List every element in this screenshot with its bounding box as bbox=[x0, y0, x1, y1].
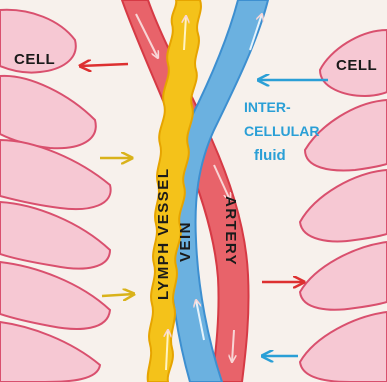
label-cell-left: CELL bbox=[14, 51, 55, 68]
label-cell-right: CELL bbox=[336, 57, 377, 74]
label-lymph-vessel: LYMPH VESSEL bbox=[155, 168, 172, 300]
label-intercellular-line2: CELLULAR bbox=[244, 123, 319, 139]
label-vein: VEIN bbox=[177, 221, 194, 262]
label-intercellular-line1: INTER- bbox=[244, 99, 291, 115]
label-artery: ARTERY bbox=[222, 196, 239, 266]
label-intercellular-line3: fluid bbox=[254, 147, 286, 164]
